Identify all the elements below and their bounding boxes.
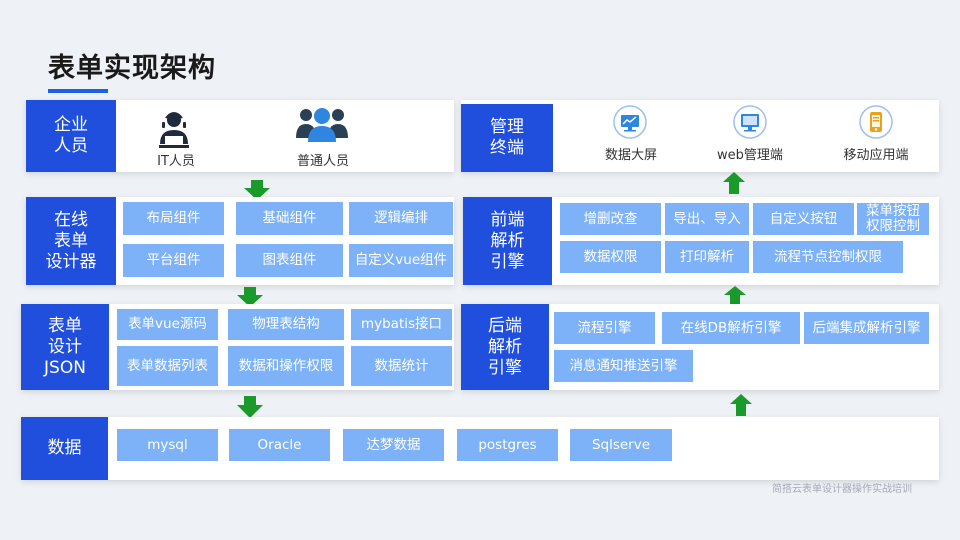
frontend-item: 增删改查: [560, 203, 661, 235]
arrow-up-icon: [724, 286, 746, 304]
arrow-down-icon: [244, 180, 270, 200]
data-item: Oracle: [229, 429, 330, 461]
data-screen-icon: [613, 105, 647, 139]
it-person-icon: [156, 110, 192, 150]
designer-item: 平台组件: [123, 244, 224, 277]
arrow-up-icon: [730, 394, 752, 416]
web-monitor-icon: [733, 105, 767, 139]
backend-header: 后端 解析 引擎: [461, 304, 549, 390]
designer-item: 图表组件: [236, 244, 343, 277]
frontend-item: 导出、导入: [665, 203, 749, 235]
backend-item: 流程引擎: [554, 312, 655, 344]
designer-item: 逻辑编排: [349, 202, 453, 235]
json-item: 表单vue源码: [117, 309, 218, 340]
json-header: 表单 设计 JSON: [21, 304, 109, 390]
arrow-down-icon: [237, 287, 263, 307]
terminal-item-label: 移动应用端: [843, 148, 909, 163]
terminal-header: 管理 终端: [461, 104, 553, 172]
terminal-item-label: web管理端: [717, 148, 783, 163]
backend-item: 在线DB解析引擎: [662, 312, 800, 344]
backend-item: 消息通知推送引擎: [554, 350, 693, 382]
data-item: 达梦数据: [343, 429, 444, 461]
json-item: 物理表结构: [228, 309, 344, 340]
data-item: postgres: [457, 429, 558, 461]
data-item: mysql: [117, 429, 218, 461]
arrow-up-icon: [723, 172, 745, 194]
it-person-label: IT人员: [157, 154, 195, 169]
frontend-item: 流程节点控制权限: [753, 241, 903, 273]
frontend-item: 打印解析: [665, 241, 749, 273]
designer-item: 自定义vue组件: [349, 244, 453, 277]
data-header: 数据: [21, 417, 108, 480]
designer-item: 布局组件: [123, 202, 224, 235]
terminal-item-label: 数据大屏: [604, 148, 657, 163]
json-item: 表单数据列表: [117, 346, 218, 386]
footer-caption: 简搭云表单设计器操作实战培训: [772, 484, 912, 495]
frontend-header: 前端 解析 引擎: [463, 197, 552, 285]
data-item: Sqlserve: [570, 429, 672, 461]
title-underline: [48, 89, 108, 93]
page-title: 表单实现架构: [48, 53, 216, 84]
frontend-item: 菜单按钮权限控制: [857, 203, 929, 235]
json-item: mybatis接口: [351, 309, 452, 340]
frontend-item: 数据权限: [560, 241, 661, 273]
mobile-app-icon: [859, 105, 893, 139]
arrow-down-icon: [237, 396, 263, 418]
frontend-item: 自定义按钮: [753, 203, 854, 235]
designer-item: 基础组件: [236, 202, 343, 235]
json-item: 数据统计: [351, 346, 452, 386]
designer-header: 在线 表单 设计器: [26, 197, 116, 285]
backend-item: 后端集成解析引擎: [804, 312, 929, 344]
users-header: 企业 人员: [26, 100, 116, 172]
normal-person-label: 普通人员: [296, 154, 349, 169]
json-item: 数据和操作权限: [228, 346, 344, 386]
users-group-icon: [296, 104, 348, 144]
